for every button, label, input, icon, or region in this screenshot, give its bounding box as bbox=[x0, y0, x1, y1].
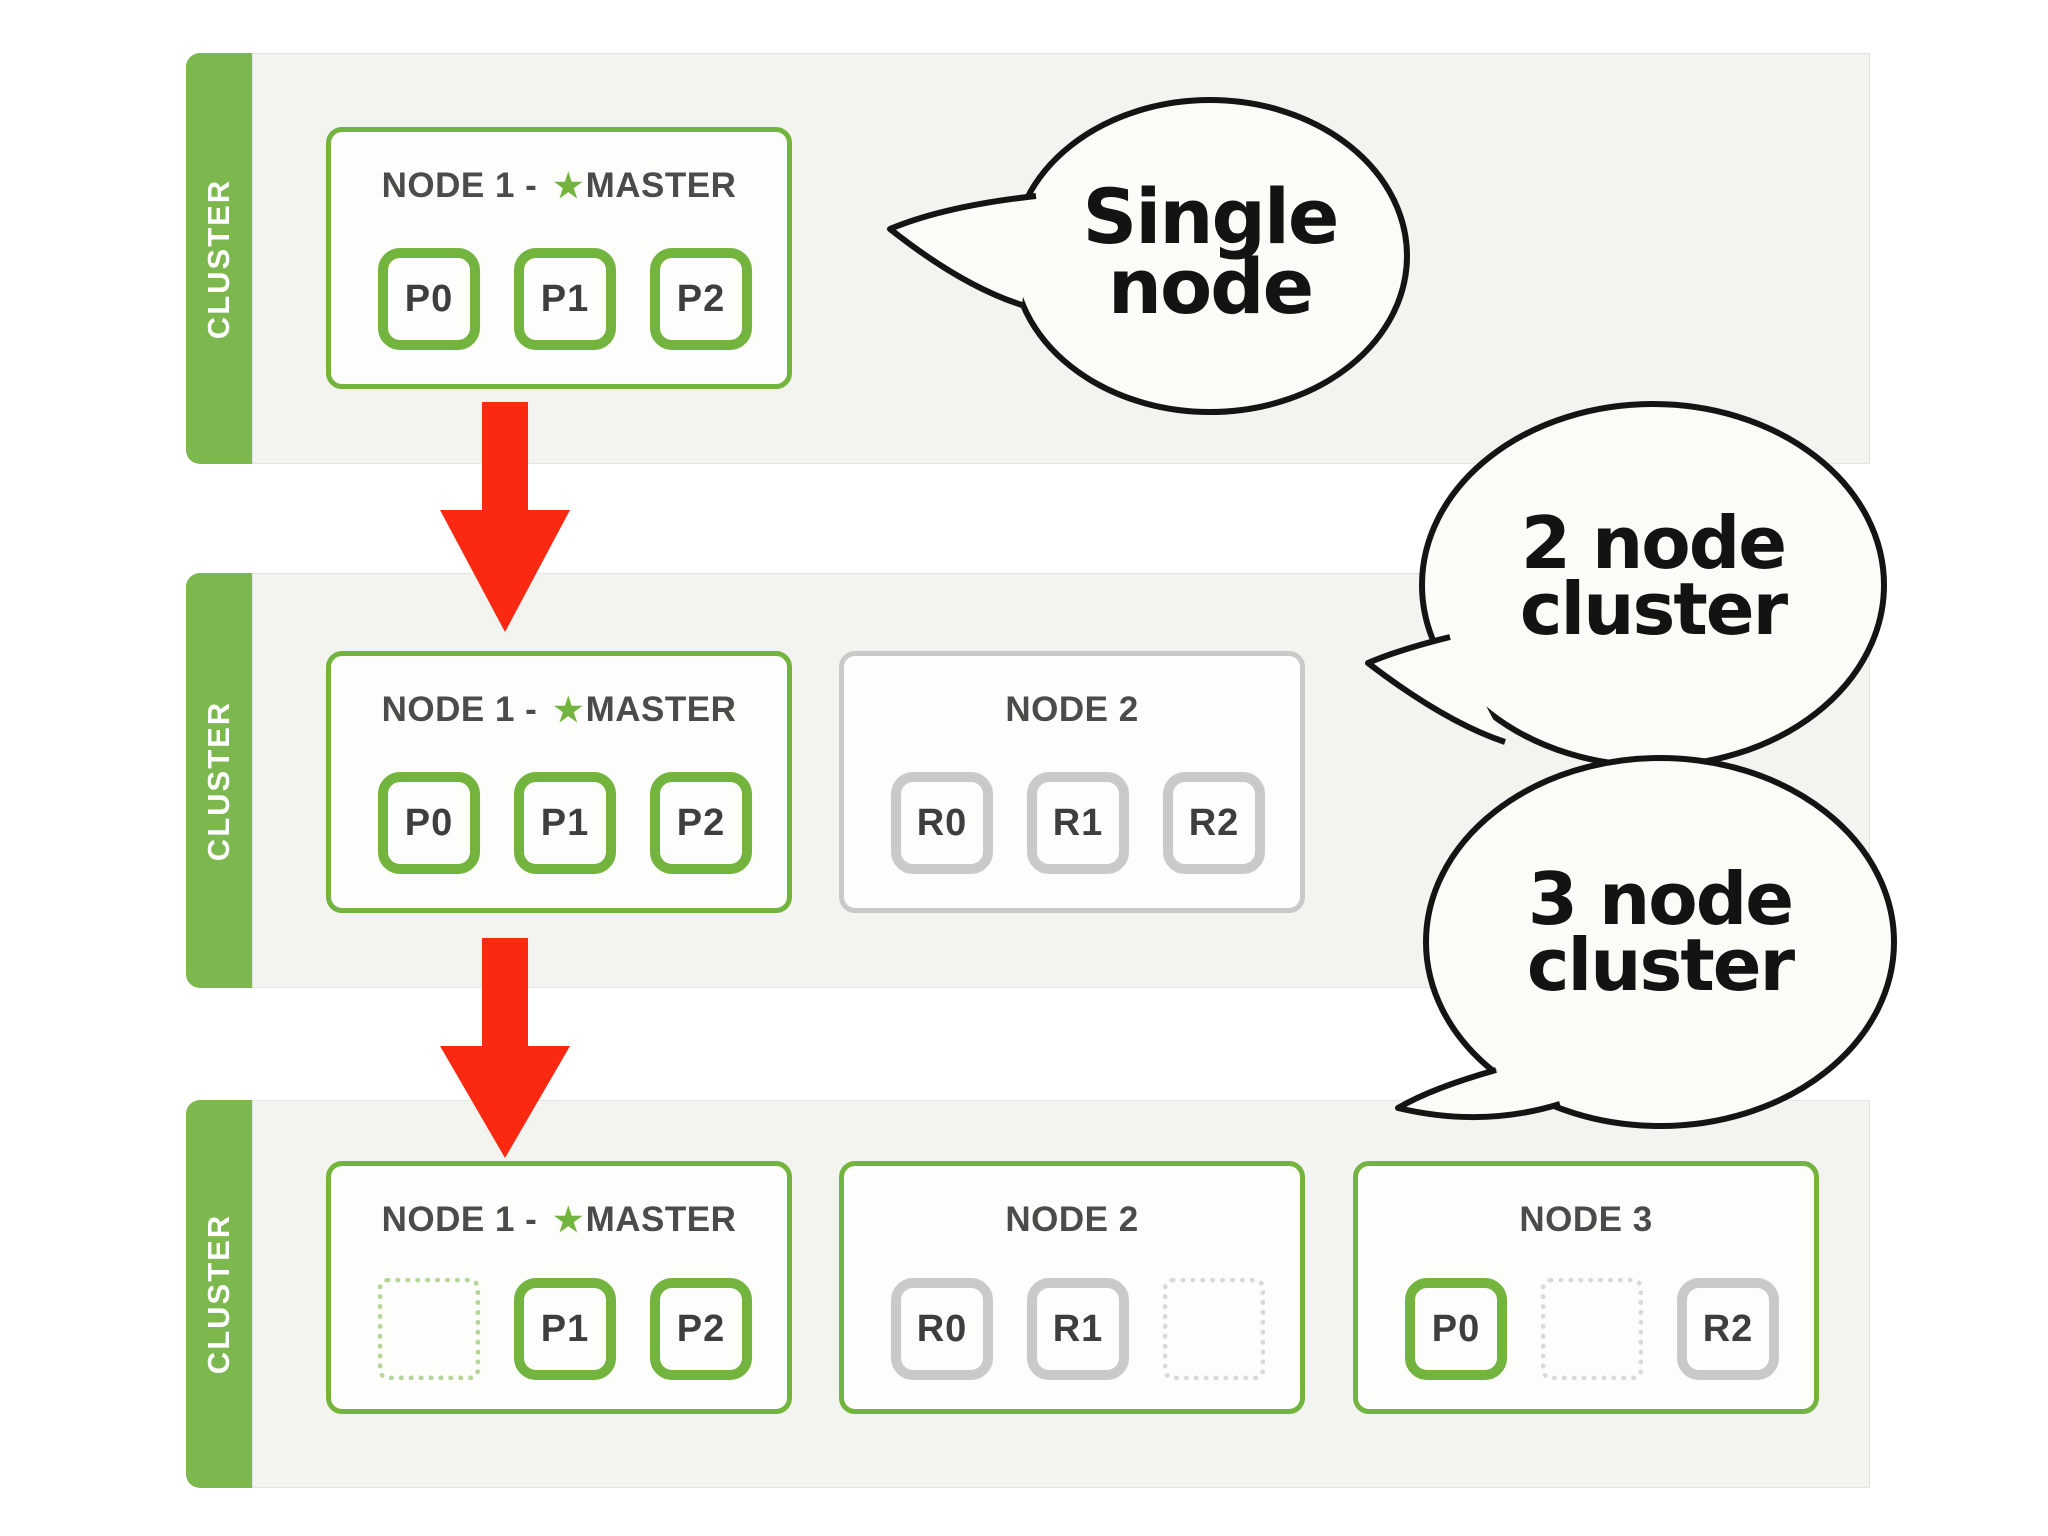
replica-slot-r2: R2 bbox=[1677, 1278, 1779, 1380]
slot-row: P0 R2 bbox=[1405, 1278, 1779, 1380]
replica-slot-r0: R0 bbox=[891, 1278, 993, 1380]
slot-row: P0 P1 P2 bbox=[378, 772, 752, 874]
replica-slot-r1: R1 bbox=[1027, 1278, 1129, 1380]
slot-row: R0 R1 bbox=[891, 1278, 1265, 1380]
master-star-icon: ★ bbox=[553, 167, 584, 204]
node-box-node-1: NODE 1 - ★MASTER P0 P1 P2 bbox=[326, 127, 792, 389]
partition-slot-p0: P0 bbox=[378, 772, 480, 874]
cluster-panel: NODE 1 - ★MASTER P0 P1 P2 bbox=[252, 53, 1870, 464]
partition-slot-p1: P1 bbox=[514, 1278, 616, 1380]
empty-slot bbox=[378, 1278, 480, 1380]
partition-slot-p2: P2 bbox=[650, 248, 752, 350]
cluster-tab: CLUSTER bbox=[186, 1100, 252, 1488]
node-title: NODE 1 - ★MASTER bbox=[381, 690, 737, 729]
replica-slot-r0: R0 bbox=[891, 772, 993, 874]
master-star-icon: ★ bbox=[553, 1201, 584, 1238]
cluster-row-1: CLUSTER NODE 1 - ★MASTER P0 P1 P2 bbox=[186, 53, 1870, 464]
replica-slot-r1: R1 bbox=[1027, 772, 1129, 874]
partition-slot-p0: P0 bbox=[378, 248, 480, 350]
node-title: NODE 2 bbox=[1005, 1200, 1139, 1239]
partition-slot-p1: P1 bbox=[514, 772, 616, 874]
empty-slot bbox=[1541, 1278, 1643, 1380]
node-box-node-2: NODE 2 R0 R1 bbox=[839, 1161, 1305, 1414]
cluster-tab-label: CLUSTER bbox=[201, 178, 236, 339]
partition-slot-p1: P1 bbox=[514, 248, 616, 350]
slot-row: P1 P2 bbox=[378, 1278, 752, 1380]
node-box-node-2: NODE 2 R0 R1 R2 bbox=[839, 651, 1305, 913]
cluster-tab-label: CLUSTER bbox=[201, 700, 236, 861]
cluster-tab: CLUSTER bbox=[186, 53, 252, 464]
cluster-panel: NODE 1 - ★MASTER P0 P1 P2 NODE 2 R0 R1 R… bbox=[252, 573, 1870, 988]
replica-slot-r2: R2 bbox=[1163, 772, 1265, 874]
cluster-tab-label: CLUSTER bbox=[201, 1213, 236, 1375]
empty-slot bbox=[1163, 1278, 1265, 1380]
node-box-node-1: NODE 1 - ★MASTER P1 P2 bbox=[326, 1161, 792, 1414]
node-title: NODE 2 bbox=[1005, 690, 1139, 729]
node-title: NODE 1 - ★MASTER bbox=[381, 166, 737, 205]
partition-slot-p2: P2 bbox=[650, 772, 752, 874]
cluster-panel: NODE 1 - ★MASTER P1 P2 NODE 2 R0 R1 NODE… bbox=[252, 1100, 1870, 1488]
slot-row: P0 P1 P2 bbox=[378, 248, 752, 350]
partition-slot-p2: P2 bbox=[650, 1278, 752, 1380]
slot-row: R0 R1 R2 bbox=[891, 772, 1265, 874]
partition-slot-p0: P0 bbox=[1405, 1278, 1507, 1380]
cluster-tab: CLUSTER bbox=[186, 573, 252, 988]
node-title: NODE 3 bbox=[1519, 1200, 1653, 1239]
cluster-row-3: CLUSTER NODE 1 - ★MASTER P1 P2 NODE 2 R0… bbox=[186, 1100, 1870, 1488]
master-star-icon: ★ bbox=[553, 691, 584, 728]
node-box-node-1: NODE 1 - ★MASTER P0 P1 P2 bbox=[326, 651, 792, 913]
cluster-row-2: CLUSTER NODE 1 - ★MASTER P0 P1 P2 NODE 2… bbox=[186, 573, 1870, 988]
node-box-node-3: NODE 3 P0 R2 bbox=[1353, 1161, 1819, 1414]
node-title: NODE 1 - ★MASTER bbox=[381, 1200, 737, 1239]
